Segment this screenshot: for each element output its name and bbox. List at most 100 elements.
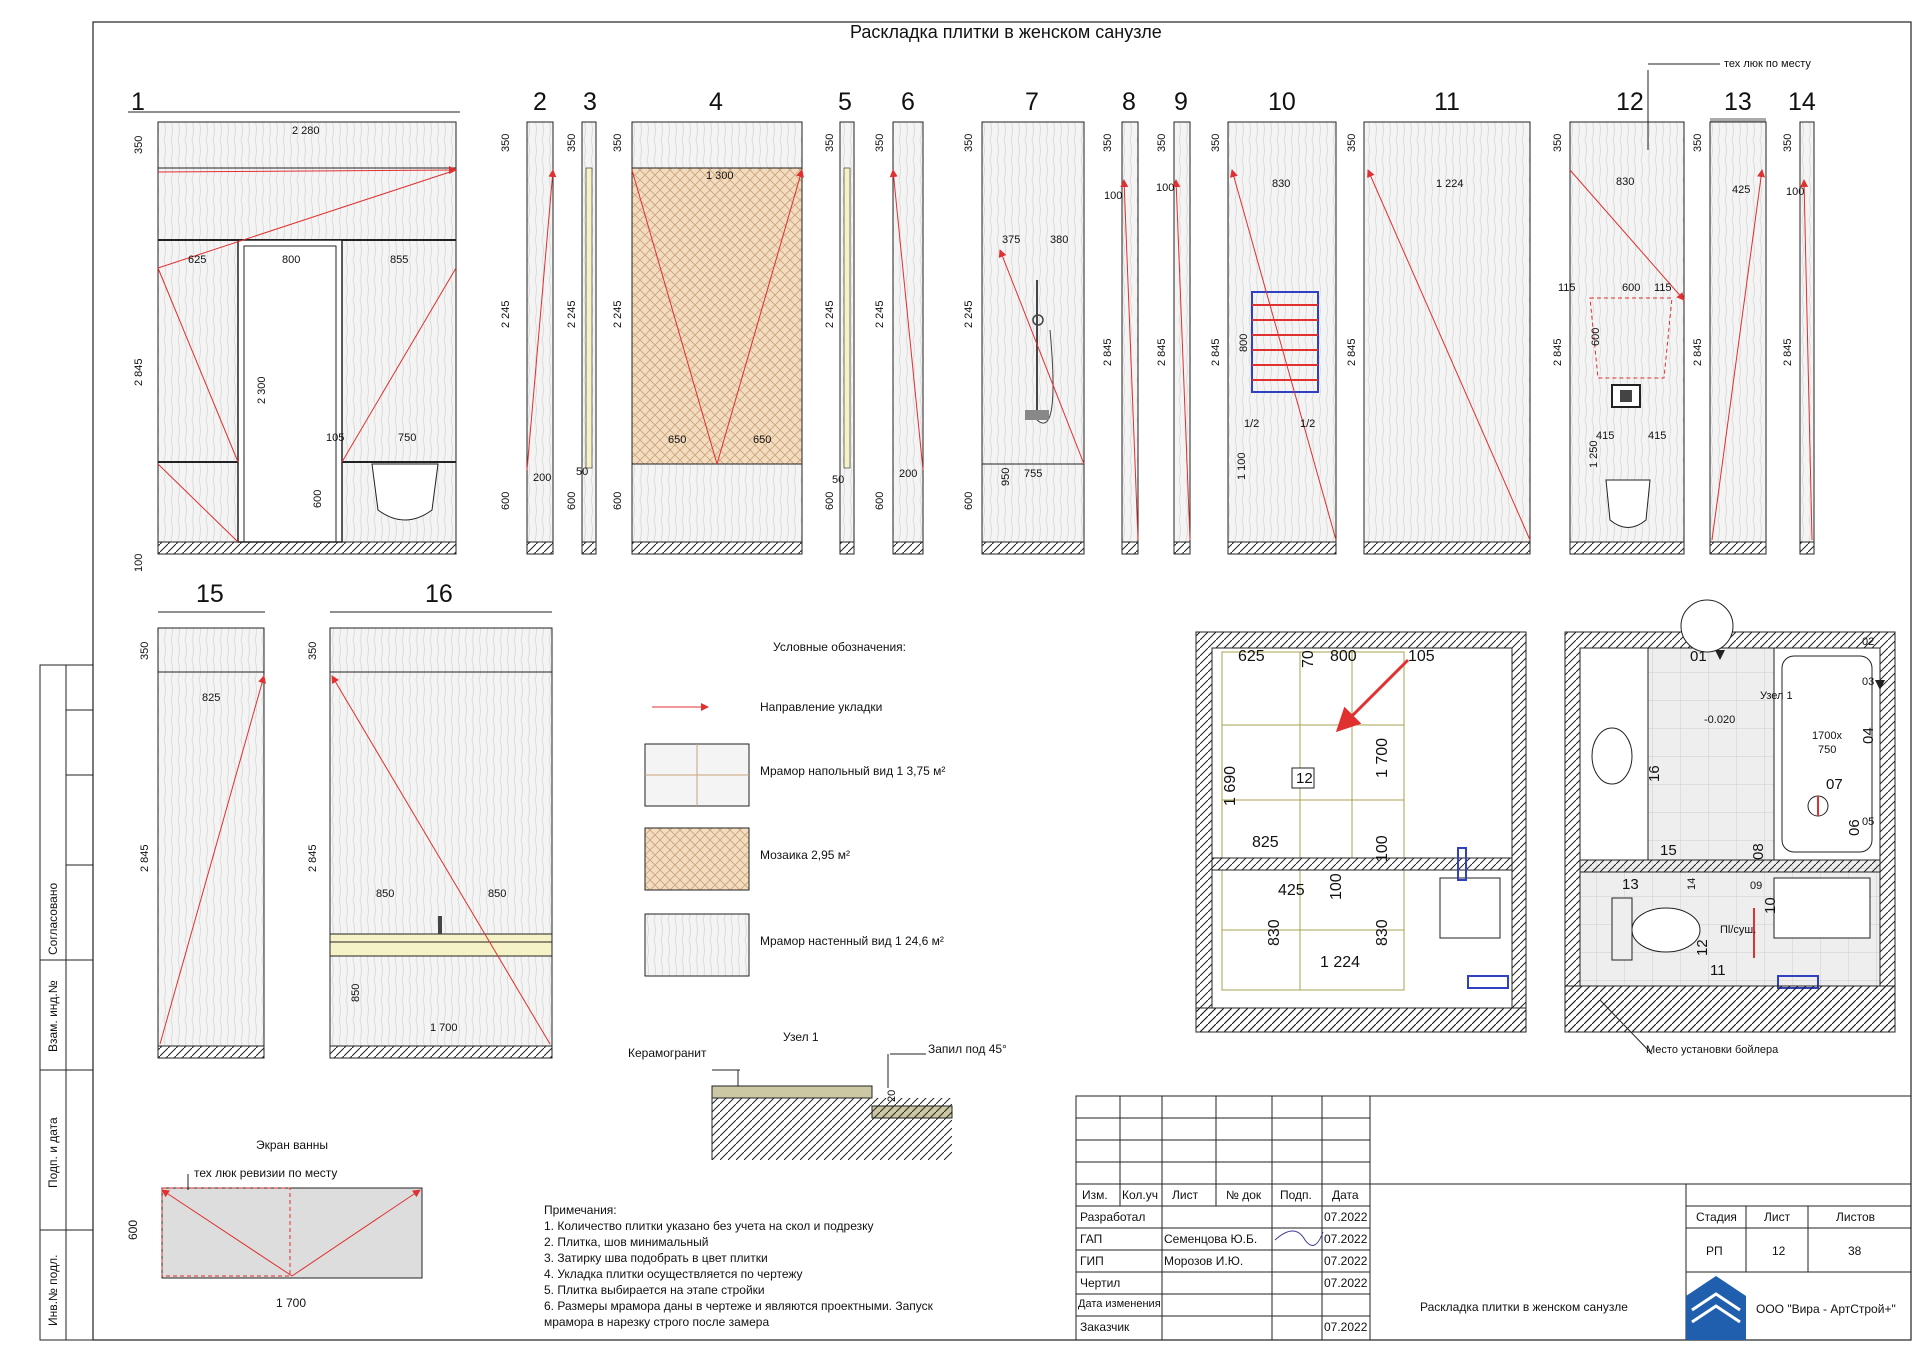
dim-e7-h: 950 bbox=[1000, 467, 1012, 486]
elevation-label-5: 5 bbox=[838, 88, 852, 116]
note-4: 4. Укладка плитки осуществляется по черт… bbox=[544, 1267, 803, 1281]
note-6: 6. Размеры мрамора даны в чертеже и явля… bbox=[544, 1299, 933, 1313]
stamp-header-list: Лист bbox=[1172, 1188, 1199, 1202]
dim-e14-b: 2 845 bbox=[1782, 338, 1794, 366]
note-5: 5. Плитка выбирается на этапе стройки bbox=[544, 1283, 765, 1297]
node-cut-label: Запил под 45° bbox=[928, 1042, 1007, 1056]
dim-e12-w: 830 bbox=[1616, 176, 1635, 188]
elevation-12 bbox=[1569, 63, 1720, 555]
stamp-name-3: Морозов И.Ю. bbox=[1164, 1254, 1244, 1268]
node-1-detail bbox=[711, 1053, 953, 1160]
plan2-tag-12: 12 bbox=[1694, 939, 1711, 956]
dim-e5-a: 350 bbox=[824, 133, 836, 152]
dim-e1-f: 600 bbox=[312, 489, 324, 508]
dim-e6-d: 200 bbox=[899, 468, 918, 480]
dim-e3-d: 50 bbox=[576, 466, 589, 478]
elevation-13 bbox=[1709, 118, 1767, 555]
elevation-9 bbox=[1172, 121, 1191, 555]
plan2-tag-09: 09 bbox=[1750, 880, 1763, 892]
dim-e9-c: 100 bbox=[1156, 182, 1175, 194]
plan2-mark: -0.020 bbox=[1704, 714, 1736, 726]
dim-e5-b: 2 245 bbox=[824, 300, 836, 328]
elevation-8 bbox=[1120, 121, 1139, 555]
elevation-16 bbox=[329, 611, 553, 1059]
plan1-d10: 100 bbox=[1328, 873, 1345, 900]
dim-e7-a: 350 bbox=[963, 133, 975, 152]
dim-e1-d: 105 bbox=[326, 432, 345, 444]
stamp-date-2: 07.2022 bbox=[1324, 1232, 1368, 1246]
signature bbox=[1274, 1230, 1324, 1246]
dim-e12-l: 115 bbox=[1558, 282, 1576, 294]
dim-e12-m: 600 bbox=[1622, 282, 1641, 294]
elevation-label-9: 9 bbox=[1174, 88, 1188, 116]
dim-e16-h: 850 bbox=[350, 983, 362, 1002]
side-inv-vz: Взам. инд.№ bbox=[46, 980, 60, 1052]
dim-e4-b: 2 245 bbox=[612, 300, 624, 328]
dim-e2-b: 2 245 bbox=[500, 300, 512, 328]
dim-e8-c: 100 bbox=[1104, 190, 1123, 202]
dim-e16-b: 2 845 bbox=[307, 844, 319, 872]
plan1-d7: 825 bbox=[1252, 834, 1279, 851]
side-sign-date: Подп. и дата bbox=[46, 1117, 60, 1188]
plan1-label: 12 bbox=[1296, 770, 1313, 787]
plan2-tag-01: 01 bbox=[1690, 648, 1707, 665]
company-logo bbox=[1686, 1276, 1746, 1340]
dim-e8-a: 350 bbox=[1102, 133, 1114, 152]
plan1-d12: 830 bbox=[1374, 919, 1391, 946]
stamp-role-4: Чертил bbox=[1080, 1276, 1121, 1290]
elevation-2 bbox=[526, 121, 557, 555]
dim-e12-rr: 415 bbox=[1648, 430, 1667, 442]
dim-e16-w: 1 700 bbox=[430, 1022, 458, 1034]
elevation-4 bbox=[631, 121, 804, 555]
elevation-label-2: 2 bbox=[533, 88, 547, 116]
dim-e2-c: 600 bbox=[500, 491, 512, 510]
dim-e10-bot: 1 100 bbox=[1236, 452, 1248, 480]
plan2-boiler: Место установки бойлера bbox=[1646, 1044, 1779, 1056]
dim-e1-top: 350 bbox=[133, 135, 145, 154]
dim-e6-a: 350 bbox=[874, 133, 886, 152]
bath-screen-title: Экран ванны bbox=[256, 1138, 328, 1152]
elevation-label-7: 7 bbox=[1025, 88, 1039, 116]
dim-e4-c: 600 bbox=[612, 491, 624, 510]
dim-e16-l: 850 bbox=[376, 888, 395, 900]
plan1-d4: 105 bbox=[1408, 648, 1435, 665]
stamp-date-4: 07.2022 bbox=[1324, 1276, 1368, 1290]
dim-e12-a: 350 bbox=[1552, 133, 1564, 152]
dim-e10-h: 800 bbox=[1238, 333, 1250, 352]
elevation-1 bbox=[128, 111, 460, 555]
node-dim: 20 bbox=[886, 1089, 898, 1102]
dim-e7-b: 2 245 bbox=[963, 300, 975, 328]
note-3: 3. Затирку шва подобрать в цвет плитки bbox=[544, 1251, 768, 1265]
stamp-header-doc: № док bbox=[1226, 1188, 1262, 1202]
elevation-label-11: 11 bbox=[1434, 88, 1460, 116]
plan2-tag-15: 15 bbox=[1660, 842, 1677, 859]
legend bbox=[644, 703, 750, 977]
dim-e10-w: 830 bbox=[1272, 178, 1291, 190]
dim-e13-a: 350 bbox=[1692, 133, 1704, 152]
dim-e6-b: 2 245 bbox=[874, 300, 886, 328]
bath-screen-hatch: тех люк ревизии по месту bbox=[194, 1166, 338, 1180]
dim-e5-d: 50 bbox=[832, 474, 845, 486]
elevation-label-16: 16 bbox=[425, 580, 453, 608]
elevation-label-15: 15 bbox=[196, 580, 224, 608]
side-stamp bbox=[39, 664, 94, 1341]
stamp-header-sign: Подп. bbox=[1280, 1188, 1312, 1202]
stamp-role-2: ГАП bbox=[1080, 1232, 1103, 1246]
dim-e2-d: 200 bbox=[533, 472, 552, 484]
plan2-tag-05: 05 bbox=[1862, 816, 1875, 828]
elevation-label-8: 8 bbox=[1122, 88, 1136, 116]
dim-e3-b: 2 245 bbox=[566, 300, 578, 328]
dim-e2-a: 350 bbox=[500, 133, 512, 152]
elevation-14 bbox=[1799, 121, 1815, 555]
plan1-d5: 1 690 bbox=[1222, 765, 1239, 806]
elevation-label-4: 4 bbox=[709, 88, 723, 116]
sheet-title: Раскладка плитки в женском санузле bbox=[850, 22, 1162, 42]
plan1-d3: 800 bbox=[1330, 648, 1357, 665]
stamp-stage: РП bbox=[1706, 1244, 1723, 1258]
plan1-d1: 625 bbox=[1238, 648, 1265, 665]
dim-e14-a: 350 bbox=[1782, 133, 1794, 152]
dim-e1-e: 750 bbox=[398, 432, 417, 444]
node-ceramic-label: Керамогранит bbox=[628, 1046, 707, 1060]
dim-e15-w: 825 bbox=[202, 692, 221, 704]
